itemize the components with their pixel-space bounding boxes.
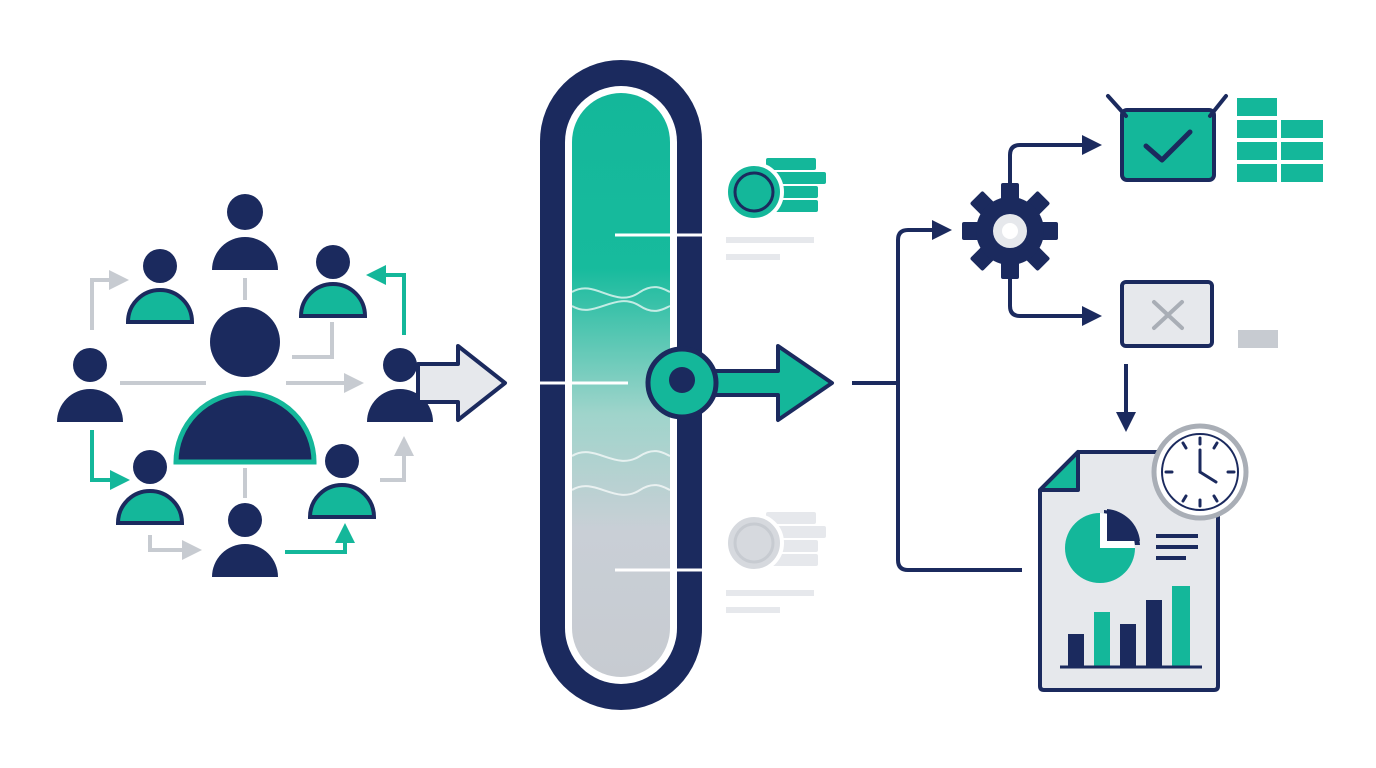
coin-stack-icon bbox=[724, 158, 826, 222]
person-left bbox=[57, 348, 123, 422]
clock-icon bbox=[1151, 423, 1249, 521]
connector-to-report bbox=[896, 383, 1022, 572]
connector-to-rejected bbox=[1008, 276, 1102, 326]
table-grid-icon bbox=[1237, 98, 1323, 182]
report-text-lines bbox=[1156, 534, 1198, 560]
coin-stack-top-lines bbox=[726, 237, 814, 260]
connector-center-right bbox=[292, 322, 334, 359]
x-box-icon bbox=[1120, 280, 1214, 348]
person-top-right bbox=[298, 245, 368, 318]
branch-connectors bbox=[852, 135, 1136, 572]
coin-stack-gray-icon bbox=[724, 512, 826, 573]
coin-stack-bottom-lines bbox=[726, 590, 814, 613]
connector-bottom-right bbox=[380, 436, 414, 482]
pipeline-waves bbox=[571, 286, 671, 496]
pipeline-tube-icon bbox=[540, 60, 705, 710]
connector-bottom-mid-left bbox=[148, 535, 202, 560]
connector-bottom-left bbox=[90, 430, 130, 490]
connector-to-approved bbox=[1008, 135, 1102, 186]
check-tray-icon bbox=[1106, 94, 1228, 182]
person-bottom-right bbox=[307, 444, 377, 519]
person-bottom-left bbox=[115, 450, 185, 525]
connector-bottom-mid-right bbox=[285, 523, 355, 554]
connector-to-gear bbox=[896, 220, 952, 383]
pipeline-fill bbox=[572, 93, 670, 677]
rejected-bar bbox=[1238, 330, 1278, 348]
person-bottom bbox=[212, 503, 278, 577]
pipeline-ticks bbox=[540, 233, 705, 572]
person-center bbox=[173, 307, 317, 465]
person-top bbox=[212, 194, 278, 270]
close-icon bbox=[1152, 300, 1184, 330]
people-network-icon bbox=[57, 194, 433, 577]
network-connectors bbox=[90, 265, 414, 560]
output-arrow-icon bbox=[645, 344, 834, 422]
report-bar-chart bbox=[1060, 586, 1202, 669]
pie-chart-icon bbox=[1065, 509, 1140, 583]
person-top-left bbox=[125, 249, 195, 324]
connector-top-right bbox=[366, 265, 406, 335]
connector-top-left bbox=[90, 270, 129, 330]
gear-icon bbox=[962, 183, 1058, 279]
check-icon bbox=[1143, 129, 1193, 163]
input-arrow-icon bbox=[416, 344, 507, 422]
